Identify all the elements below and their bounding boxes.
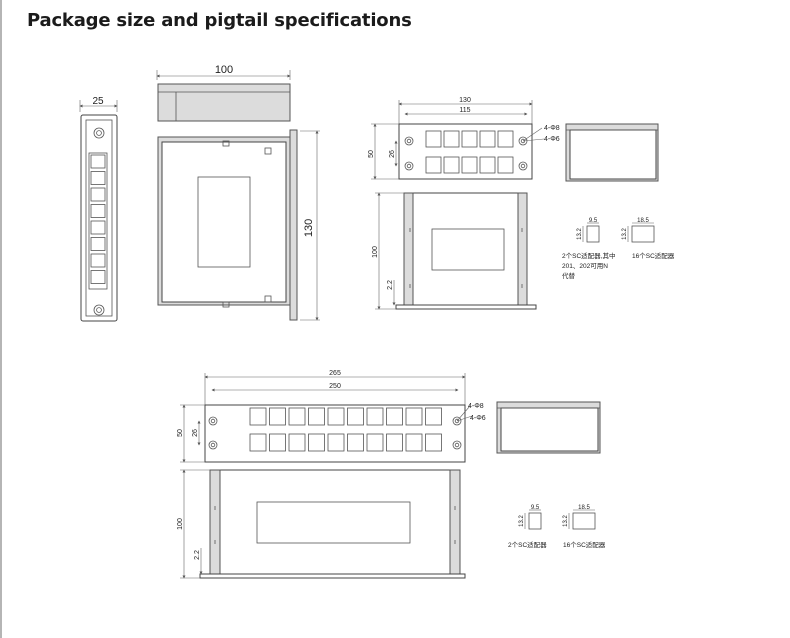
legend-left-height: 13.2 (519, 515, 525, 527)
legend-right-height: 13.2 (563, 515, 569, 527)
adapter-port (90, 237, 106, 251)
dim-total-width: 130 (459, 97, 471, 104)
adapter-port (386, 433, 403, 452)
adapter-port (249, 407, 267, 426)
adapter-port (90, 154, 106, 169)
dim-inner-width: 115 (459, 107, 470, 114)
dim-body-height: 100 (372, 246, 379, 258)
rack-265-side-view: 100 2.2 (177, 469, 466, 579)
side-view: 130 (157, 129, 320, 321)
adapter-port (288, 433, 306, 452)
adapter-port (90, 220, 106, 235)
adapter-port (461, 156, 478, 174)
adapter-port (405, 407, 423, 426)
dim-flange: 2.2 (387, 280, 394, 290)
dim-height-label: 130 (303, 219, 315, 237)
adapter-port (347, 433, 364, 452)
adapter-port (479, 130, 496, 148)
legend-right-height: 13.2 (622, 228, 628, 240)
legend-note-right: 16个SC适配器 (563, 540, 606, 549)
rack-265-port-grid (249, 407, 442, 452)
legend-note-left-line3: 代替 (562, 271, 576, 280)
front-panel-view: 25 (79, 96, 118, 322)
adapter-port (405, 433, 423, 452)
adapter-port (479, 156, 496, 174)
dim-hole-large: 4-Φ8 (468, 403, 484, 410)
adapter-port (90, 204, 106, 218)
dim-body-height: 100 (177, 518, 184, 530)
top-view: 100 (156, 64, 291, 122)
rack-265-adapter-legend: 9.5 13.2 18.5 13.2 2个SC适配器 16个SC适配器 (508, 505, 606, 549)
adapter-port (249, 433, 267, 452)
adapter-port (497, 156, 514, 174)
adapter-port (308, 407, 325, 426)
legend-note-right: 16个SC适配器 (632, 251, 675, 260)
page-title: Package size and pigtail specifications (27, 10, 412, 31)
adapter-port (425, 130, 442, 148)
adapter-port (443, 156, 460, 174)
dim-pitch: 26 (389, 150, 396, 158)
dim-height: 50 (368, 150, 375, 158)
adapter-port (461, 130, 478, 148)
rack-130-adapter-legend: 9.5 13.2 18.5 13.2 2个SC适配器,其中 201、202可用N… (562, 218, 675, 280)
adapter-port (269, 433, 286, 452)
left-border-rule (0, 0, 2, 638)
legend-left-height: 13.2 (577, 228, 583, 240)
adapter-port (443, 130, 460, 148)
dim-hole-small: 4-Φ6 (544, 136, 560, 143)
legend-note-left-line2: 201、202可用N (562, 262, 608, 270)
legend-note-left-line1: 2个SC适配器,其中 (562, 251, 615, 260)
dim-height: 50 (177, 429, 184, 437)
adapter-port (90, 253, 106, 268)
adapter-port (327, 433, 345, 452)
adapter-port (386, 407, 403, 426)
dim-inner-width: 250 (329, 383, 341, 390)
rack-130-side-view: 100 2.2 (372, 192, 537, 310)
legend-right-width: 18.5 (578, 505, 590, 511)
drawing-rack-265: 265 250 50 26 4-Φ8 4-Φ6 (177, 370, 606, 579)
adapter-port (366, 433, 384, 452)
legend-left-width: 9.5 (589, 218, 598, 224)
legend-note-left: 2个SC适配器 (508, 540, 547, 549)
rack-130-port-grid (425, 130, 514, 174)
adapter-port (497, 130, 514, 148)
adapter-port (425, 407, 442, 426)
legend-right-width: 18.5 (637, 218, 649, 224)
dim-depth-label: 25 (92, 96, 104, 107)
dim-total-width: 265 (329, 370, 341, 377)
dim-pitch: 26 (192, 429, 199, 437)
adapter-port (308, 433, 325, 452)
rack-265-front-view: 265 250 50 26 4-Φ8 4-Φ6 (177, 370, 486, 463)
adapter-port (425, 156, 442, 174)
legend-left-width: 9.5 (531, 505, 540, 511)
dim-flange: 2.2 (194, 550, 201, 560)
rack-130-top-view (565, 123, 659, 182)
dim-hole-large: 4-Φ8 (544, 125, 560, 132)
drawing-small-box: 25 100 (79, 64, 320, 322)
dim-width-label: 100 (215, 64, 233, 76)
dim-hole-small: 4-Φ6 (470, 415, 486, 422)
front-port-column (90, 154, 106, 284)
adapter-port (269, 407, 286, 426)
adapter-port (366, 407, 384, 426)
drawing-rack-130: 130 115 50 26 4-Φ8 4-Φ6 (368, 97, 675, 310)
adapter-port (327, 407, 345, 426)
adapter-port (347, 407, 364, 426)
adapter-port (425, 433, 442, 452)
rack-130-front-view: 130 115 50 26 4-Φ8 4-Φ6 (368, 97, 560, 180)
rack-265-top-view (496, 401, 601, 454)
adapter-port (90, 187, 106, 202)
adapter-port (90, 171, 106, 185)
adapter-port (288, 407, 306, 426)
adapter-port (90, 270, 106, 284)
